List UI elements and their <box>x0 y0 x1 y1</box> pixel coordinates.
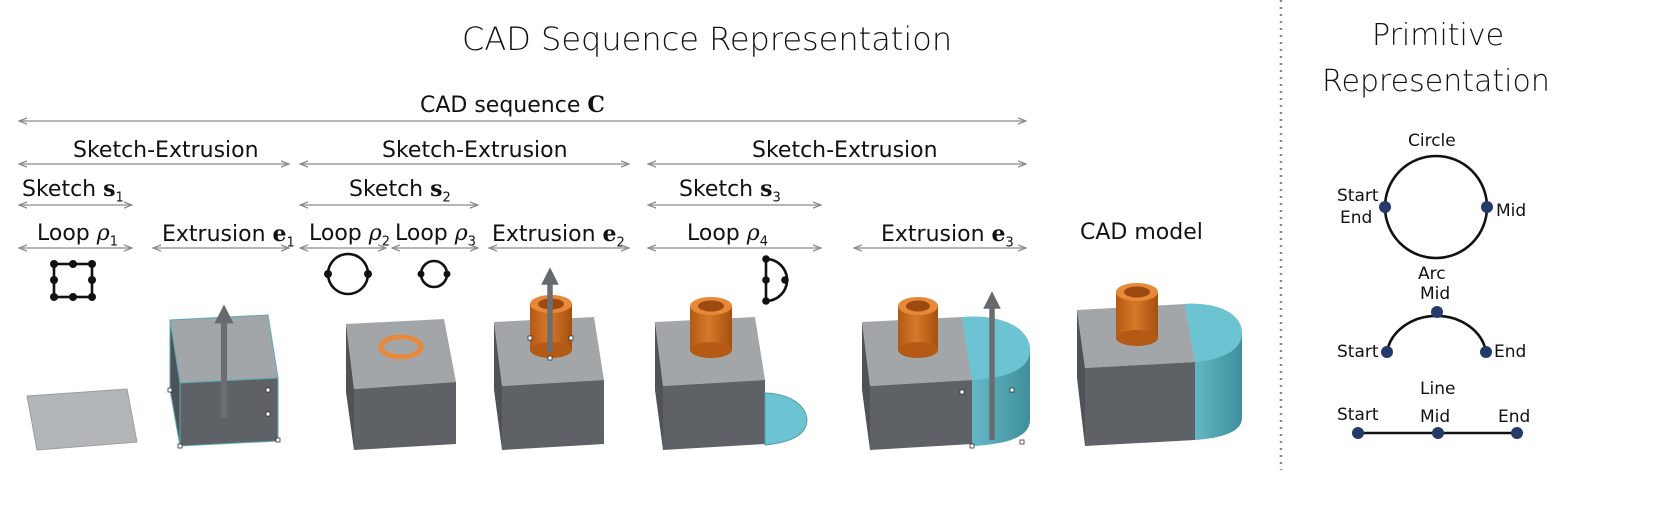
extrusion-2-symbol: e <box>602 221 617 247</box>
extrusion-3-model <box>862 291 1030 450</box>
loop-4-sub: 4 <box>759 234 768 250</box>
sketch-1-symbol: s <box>103 176 116 202</box>
sketch-1-sub: 1 <box>115 190 124 206</box>
loop-1-symbol: ρ <box>96 221 110 246</box>
line-title: Line <box>1420 379 1456 399</box>
arc-end-point <box>1480 346 1492 358</box>
extrusion-2-box <box>494 267 604 450</box>
loop-semicircle-icon <box>762 255 789 305</box>
loop-3-text: Loop <box>395 221 455 246</box>
primitive-line-diagram <box>1352 427 1523 439</box>
primitive-circle-diagram <box>1379 154 1493 260</box>
cad-sequence-symbol: C <box>587 92 605 118</box>
loop-2-symbol: ρ <box>368 221 382 246</box>
line-mid-point <box>1432 427 1444 439</box>
circle-start-point <box>1379 201 1391 213</box>
loop-2-sub: 2 <box>381 234 390 250</box>
extrusion-label-2: Extrusion e2 <box>492 221 625 250</box>
extrusion-1-box <box>167 304 281 449</box>
loop-4-text: Loop <box>687 221 747 246</box>
sketch-1-text: Sketch <box>22 177 104 202</box>
sketch-2-sub: 2 <box>442 190 451 206</box>
loop-label-3: Loop ρ3 <box>395 221 476 249</box>
loop-label-4: Loop ρ4 <box>687 221 768 249</box>
sketch-3-text: Sketch <box>679 177 761 202</box>
line-start-point <box>1352 427 1364 439</box>
loop-3-symbol: ρ <box>454 221 468 246</box>
cad-model-label: CAD model <box>1080 220 1203 245</box>
loop-square-icon <box>50 260 96 301</box>
sketch-2-text: Sketch <box>349 177 431 202</box>
loop-label-2: Loop ρ2 <box>309 221 390 249</box>
extrusion-2-text: Extrusion <box>492 222 603 247</box>
line-end-point <box>1511 427 1523 439</box>
loop-circle-small-icon <box>417 259 451 289</box>
circle-start-label: Start <box>1337 186 1379 206</box>
arc-mid-label: Mid <box>1420 284 1451 304</box>
loop-circle-large-icon <box>324 252 372 296</box>
primitive-title-line-2: Representation <box>1322 64 1550 99</box>
circle-mid-label: Mid <box>1496 201 1527 221</box>
primitive-arc-diagram <box>1381 306 1492 358</box>
arc-mid-point <box>1431 306 1443 318</box>
circle-title: Circle <box>1408 131 1456 151</box>
loop-label-1: Loop ρ1 <box>37 221 118 249</box>
primitive-title-line-1: Primitive <box>1372 18 1505 53</box>
loop-3-sub: 3 <box>467 234 476 250</box>
arc-start-label: Start <box>1337 342 1379 362</box>
sketch-3-symbol: s <box>760 176 773 202</box>
extrusion-3-symbol: e <box>991 221 1006 247</box>
cad-model-render <box>1077 283 1242 446</box>
circle-mid-point <box>1481 201 1493 213</box>
arc-end-label: End <box>1494 342 1527 362</box>
sketch-2-symbol: s <box>430 176 443 202</box>
cad-sequence-label: CAD sequence C <box>420 92 605 118</box>
extrusion-1-text: Extrusion <box>162 222 273 247</box>
sketch-3-model <box>655 297 808 450</box>
extrusion-3-sub: 3 <box>1005 235 1014 251</box>
sketch-extrusion-label-1: Sketch-Extrusion <box>73 138 259 163</box>
loop-4-symbol: ρ <box>746 221 760 246</box>
loop-1-sub: 1 <box>109 234 118 250</box>
cad-sequence-text: CAD sequence <box>420 93 588 118</box>
extrusion-1-sub: 1 <box>286 235 295 251</box>
arc-start-point <box>1381 346 1393 358</box>
sketch-plane-1 <box>26 388 138 451</box>
sketch-2-box <box>346 319 456 450</box>
sketch-extrusion-label-3: Sketch-Extrusion <box>752 138 938 163</box>
extrusion-1-symbol: e <box>272 221 287 247</box>
arc-title: Arc <box>1418 264 1446 284</box>
sketch-label-3: Sketch s3 <box>679 176 781 205</box>
sketch-label-2: Sketch s2 <box>349 176 451 205</box>
line-end-label: End <box>1498 407 1531 427</box>
sketch-3-sub: 3 <box>772 190 781 206</box>
span-arrows <box>19 121 1026 248</box>
extrusion-label-1: Extrusion e1 <box>162 221 295 250</box>
loop-1-text: Loop <box>37 221 97 246</box>
circle-end-label: End <box>1340 208 1373 228</box>
extrusion-3-text: Extrusion <box>881 222 992 247</box>
line-start-label: Start <box>1337 405 1379 425</box>
line-mid-label: Mid <box>1420 407 1451 427</box>
sketch-label-1: Sketch s1 <box>22 176 124 205</box>
loop-2-text: Loop <box>309 221 369 246</box>
main-title: CAD Sequence Representation <box>462 20 953 58</box>
sketch-extrusion-label-2: Sketch-Extrusion <box>382 138 568 163</box>
extrusion-label-3: Extrusion e3 <box>881 221 1014 250</box>
extrusion-2-sub: 2 <box>616 235 625 251</box>
